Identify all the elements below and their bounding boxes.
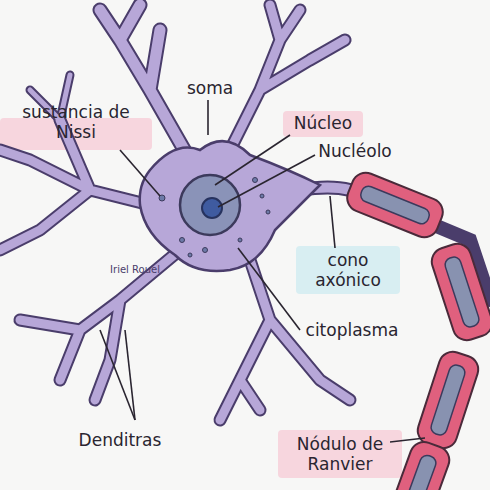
- soma-label: soma: [170, 78, 250, 98]
- nucleolus-label: Nucléolo: [305, 141, 405, 161]
- dendrite: [0, 5, 350, 420]
- axon-hillock-label: cono axónico: [296, 250, 400, 290]
- watermark: Iriel Rouel: [110, 264, 160, 276]
- nissl-label: sustancia de Nissi: [2, 102, 150, 142]
- label-highlight: [278, 430, 402, 478]
- label-highlight: [283, 111, 363, 137]
- nissl-body: [159, 178, 270, 258]
- nucleus: [180, 175, 240, 235]
- soma-body: [140, 141, 320, 271]
- nucleolus: [202, 198, 222, 218]
- nucleus-label: Núcleo: [283, 113, 363, 133]
- dendrite-outline: [0, 5, 350, 420]
- leader-line: [100, 100, 425, 442]
- node-of-ranvier-label: Nódulo de Ranvier: [278, 434, 402, 474]
- label-highlight: [296, 246, 400, 294]
- cytoplasm-label: citoplasma: [292, 320, 412, 340]
- dendrite-label: Denditras: [60, 430, 180, 450]
